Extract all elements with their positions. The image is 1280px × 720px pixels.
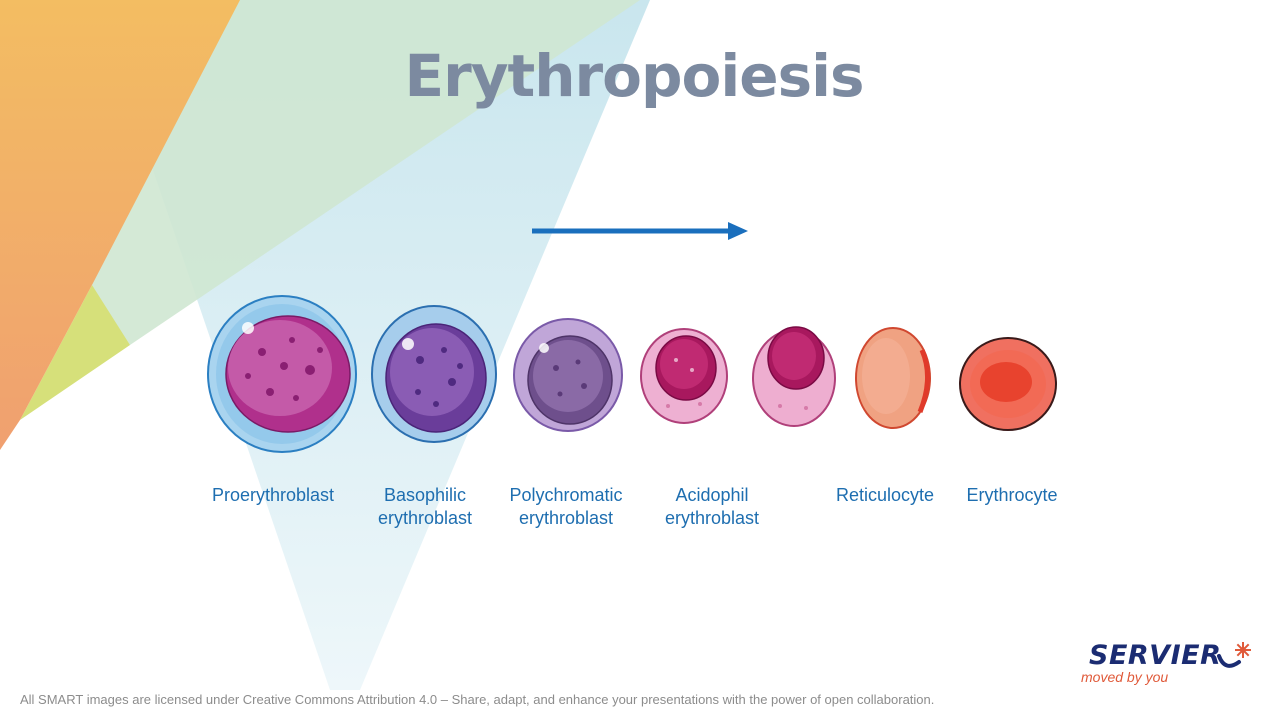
- progression-arrow: [532, 222, 748, 240]
- label-basophilic-erythroblast: Basophilic erythroblast: [377, 485, 473, 528]
- license-footer: All SMART images are licensed under Crea…: [20, 692, 935, 707]
- basophilic-erythroblast-cell-icon: [371, 305, 497, 443]
- acidophil-erythroblast-cell-icon: [640, 328, 728, 424]
- label-reticulocyte: Reticulocyte: [835, 485, 935, 505]
- servier-logo: SERVIER moved by you: [1075, 640, 1255, 690]
- logo-swoosh-icon: [1217, 642, 1251, 668]
- polychromatic-erythroblast-cell-icon: [513, 318, 623, 432]
- label-erythrocyte: Erythrocyte: [966, 485, 1058, 505]
- logo-tagline: moved by you: [1081, 669, 1169, 685]
- label-polychromatic-erythroblast: Polychromatic erythroblast: [509, 485, 623, 528]
- label-proerythroblast: Proerythroblast: [211, 485, 335, 505]
- proerythroblast-cell-icon: [207, 295, 357, 453]
- label-acidophil-erythroblast: Acidophil erythroblast: [664, 485, 760, 528]
- reticulocyte-cell-icon: [855, 327, 931, 429]
- page-title: Erythropoiesis: [404, 42, 864, 110]
- acidophil-extruding-cell-icon: [752, 326, 836, 427]
- logo-name: SERVIER: [1089, 640, 1222, 671]
- erythrocyte-cell-icon: [959, 337, 1057, 431]
